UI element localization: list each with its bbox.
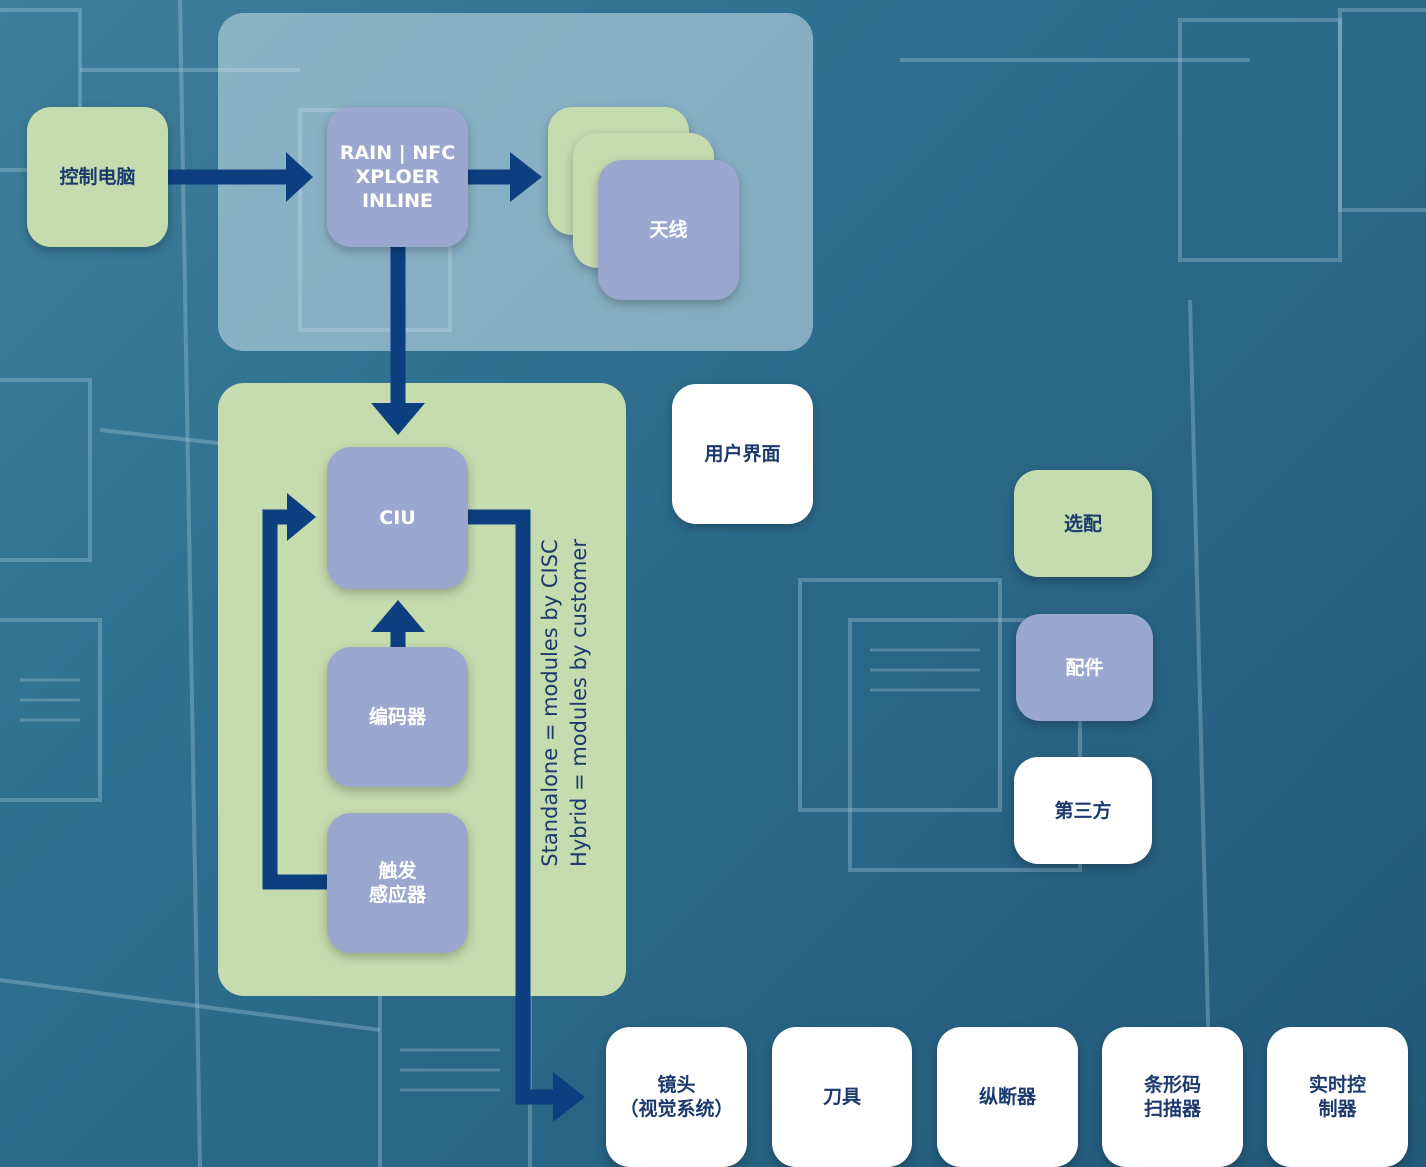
module-note: Standalone = modules by CISC Hybrid = mo… [536, 533, 598, 873]
module-note-standalone: Standalone = modules by CISC [538, 539, 562, 867]
peripheral-barcode-scanner: 条形码 扫描器 [1102, 1027, 1243, 1167]
trigger-sensor-box: 触发 感应器 [327, 813, 468, 953]
antenna-box: 天线 [598, 160, 739, 300]
module-note-hybrid: Hybrid = modules by customer [567, 539, 591, 867]
control-pc-box: 控制电脑 [27, 107, 168, 247]
peripheral-cutter: 刀具 [772, 1027, 912, 1167]
legend-accessory: 配件 [1016, 614, 1153, 721]
legend-optional: 选配 [1014, 470, 1152, 577]
peripheral-slitter: 纵断器 [937, 1027, 1078, 1167]
encoder-box: 编码器 [327, 647, 468, 787]
reader-box: RAIN | NFC XPLOER INLINE [327, 107, 468, 247]
user-interface-box: 用户界面 [672, 384, 813, 524]
peripheral-realtime-controller: 实时控 制器 [1267, 1027, 1408, 1167]
legend-third-party: 第三方 [1014, 757, 1152, 864]
ciu-box: CIU [327, 447, 468, 589]
peripheral-camera: 镜头 （视觉系统） [606, 1027, 747, 1167]
